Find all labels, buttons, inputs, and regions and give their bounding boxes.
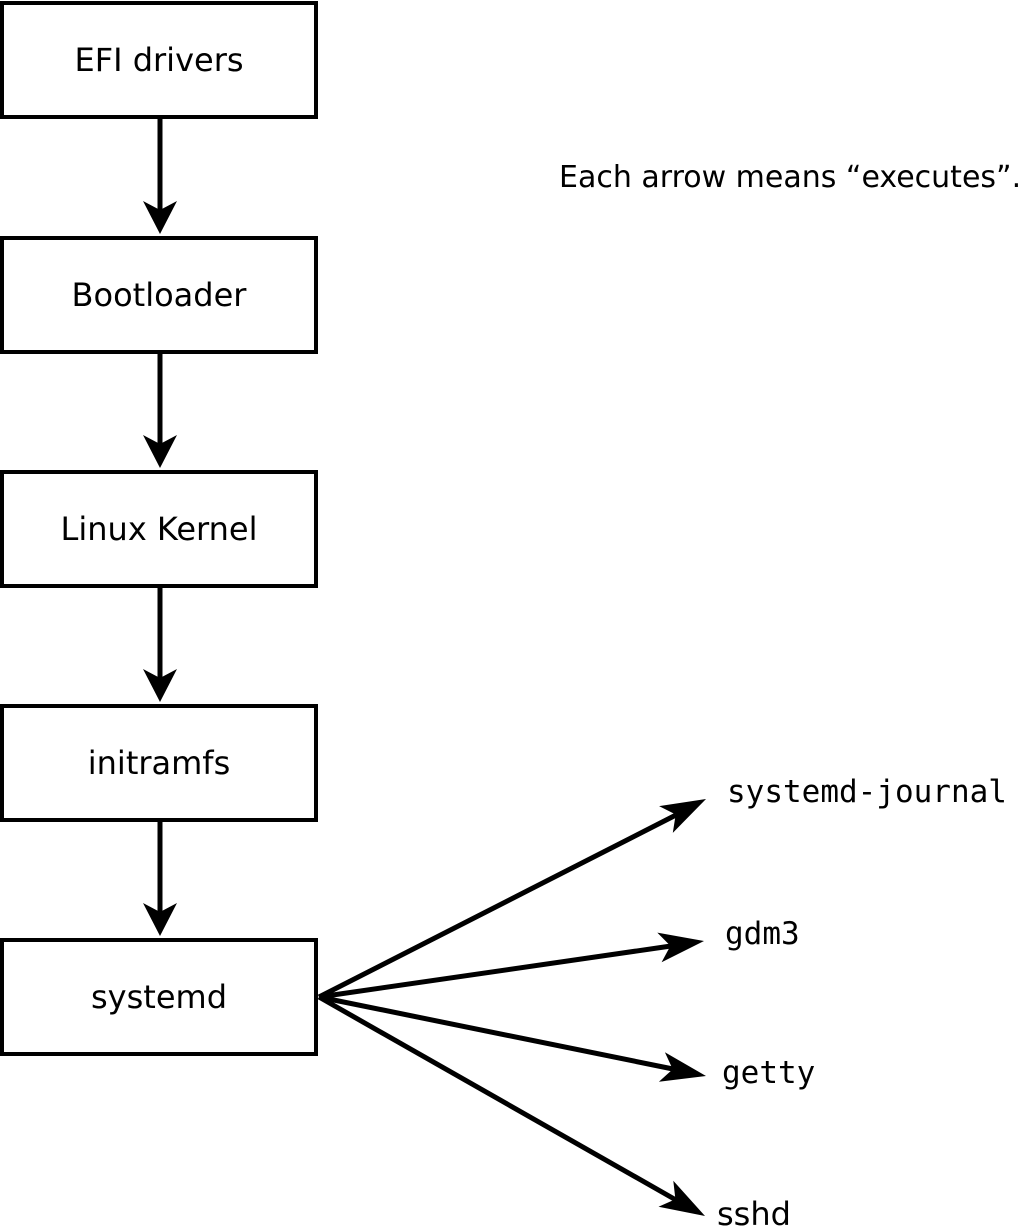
node-bootloader: Bootloader [0,236,318,354]
node-linux-kernel: Linux Kernel [0,470,318,588]
node-linux-kernel-label: Linux Kernel [60,510,258,548]
arrowhead-initramfs [143,669,177,702]
node-initramfs-label: initramfs [87,744,231,782]
arrowhead-journal [659,799,706,833]
node-initramfs: initramfs [0,704,318,822]
arrowhead-systemd [143,903,177,936]
node-efi-drivers-label: EFI drivers [74,41,244,79]
edge-systemd-to-getty [318,994,674,1072]
arrowhead-bootloader [143,201,177,234]
proc-label-gdm3: gdm3 [725,916,800,952]
proc-label-sshd: sshd [717,1195,791,1230]
node-systemd: systemd [0,938,318,1056]
legend-note: Each arrow means “executes”. [559,160,1022,195]
arrowhead-kernel [143,435,177,468]
edge-systemd-to-journal [317,812,678,1000]
node-efi-drivers: EFI drivers [0,1,318,119]
edge-systemd-to-sshd [317,994,678,1203]
proc-label-getty: getty [722,1055,816,1091]
node-systemd-label: systemd [91,978,227,1016]
arrowhead-sshd [658,1180,705,1216]
edge-systemd-to-gdm3 [318,943,672,1000]
proc-label-systemd-journal: systemd-journal [727,774,1007,810]
node-bootloader-label: Bootloader [71,276,247,314]
arrowhead-gdm3 [657,932,704,963]
arrowhead-getty [658,1052,706,1082]
